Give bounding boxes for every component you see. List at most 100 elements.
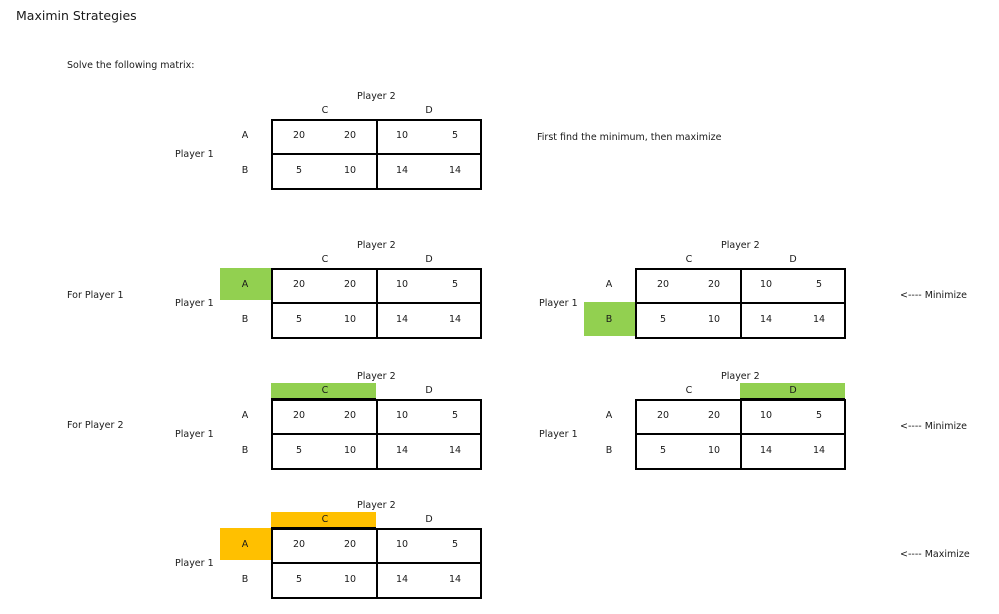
column-label-c: C (321, 105, 329, 116)
row-label-a: A (605, 410, 613, 421)
payoff-cell: 5 (295, 445, 303, 456)
player1-label: Player 1 (175, 429, 214, 440)
payoff-cell: 5 (295, 574, 303, 585)
column-label-d: D (425, 105, 433, 116)
payoff-cell: 10 (343, 574, 357, 585)
row-label-a: A (241, 410, 249, 421)
payoff-matrix (271, 268, 482, 339)
player2-label: Player 2 (357, 371, 396, 382)
payoff-cell: 20 (292, 130, 306, 141)
section-label-player2: For Player 2 (67, 420, 124, 431)
row-label-a: A (241, 130, 249, 141)
row-highlight (584, 302, 635, 336)
page-title: Maximin Strategies (16, 8, 137, 23)
payoff-cell: 5 (451, 410, 459, 421)
column-label-d: D (425, 254, 433, 265)
column-label-c: C (321, 514, 329, 525)
payoff-cell: 14 (395, 445, 409, 456)
payoff-cell: 14 (759, 314, 773, 325)
payoff-cell: 10 (395, 279, 409, 290)
row-label-b: B (605, 314, 613, 325)
column-label-d: D (789, 385, 797, 396)
payoff-cell: 10 (343, 165, 357, 176)
row-label-a: A (241, 539, 249, 550)
payoff-cell: 10 (343, 314, 357, 325)
column-label-c: C (685, 385, 693, 396)
payoff-cell: 14 (395, 314, 409, 325)
player2-label: Player 2 (721, 240, 760, 251)
row-label-b: B (241, 165, 249, 176)
column-label-d: D (425, 514, 433, 525)
payoff-cell: 5 (659, 314, 667, 325)
payoff-cell: 10 (707, 314, 721, 325)
payoff-cell: 20 (292, 410, 306, 421)
payoff-cell: 10 (707, 445, 721, 456)
player2-label: Player 2 (357, 91, 396, 102)
payoff-cell: 5 (815, 279, 823, 290)
payoff-cell: 5 (451, 539, 459, 550)
payoff-cell: 20 (656, 279, 670, 290)
payoff-matrix (635, 268, 846, 339)
section-label-player1: For Player 1 (67, 290, 124, 301)
row-label-b: B (241, 574, 249, 585)
note-text: First find the minimum, then maximize (537, 132, 722, 143)
row-label-b: B (605, 445, 613, 456)
payoff-matrix (271, 528, 482, 599)
instruction-text: Solve the following matrix: (67, 60, 195, 71)
player1-label: Player 1 (175, 149, 214, 160)
payoff-cell: 20 (343, 279, 357, 290)
payoff-cell: 20 (292, 539, 306, 550)
player1-label: Player 1 (539, 298, 578, 309)
payoff-cell: 20 (707, 279, 721, 290)
payoff-cell: 14 (395, 574, 409, 585)
payoff-cell: 20 (656, 410, 670, 421)
column-label-c: C (321, 254, 329, 265)
payoff-cell: 5 (451, 279, 459, 290)
payoff-cell: 14 (448, 574, 462, 585)
column-label-d: D (425, 385, 433, 396)
payoff-cell: 10 (343, 445, 357, 456)
column-label-c: C (321, 385, 329, 396)
row-highlight (220, 528, 271, 560)
column-label-c: C (685, 254, 693, 265)
payoff-matrix (271, 399, 482, 470)
row-label-b: B (241, 314, 249, 325)
payoff-cell: 5 (295, 314, 303, 325)
payoff-cell: 10 (395, 410, 409, 421)
payoff-cell: 20 (343, 539, 357, 550)
payoff-cell: 14 (395, 165, 409, 176)
minimize-arrow-1: <---- Minimize (900, 290, 967, 301)
maximize-arrow: <---- Maximize (900, 549, 970, 560)
player1-label: Player 1 (539, 429, 578, 440)
payoff-matrix (635, 399, 846, 470)
payoff-cell: 14 (448, 314, 462, 325)
payoff-cell: 14 (759, 445, 773, 456)
player2-label: Player 2 (357, 240, 396, 251)
payoff-cell: 20 (343, 410, 357, 421)
row-label-a: A (605, 279, 613, 290)
payoff-cell: 5 (295, 165, 303, 176)
player1-label: Player 1 (175, 298, 214, 309)
row-highlight (220, 268, 271, 300)
payoff-cell: 10 (395, 539, 409, 550)
payoff-cell: 14 (448, 165, 462, 176)
payoff-cell: 10 (759, 410, 773, 421)
payoff-cell: 14 (812, 314, 826, 325)
payoff-cell: 10 (395, 130, 409, 141)
payoff-cell: 5 (659, 445, 667, 456)
column-highlight (271, 383, 376, 399)
payoff-matrix (271, 119, 482, 190)
column-highlight (271, 512, 376, 528)
payoff-cell: 5 (451, 130, 459, 141)
row-label-b: B (241, 445, 249, 456)
player2-label: Player 2 (721, 371, 760, 382)
payoff-cell: 14 (812, 445, 826, 456)
player2-label: Player 2 (357, 500, 396, 511)
column-label-d: D (789, 254, 797, 265)
payoff-cell: 20 (343, 130, 357, 141)
minimize-arrow-2: <---- Minimize (900, 421, 967, 432)
payoff-cell: 20 (292, 279, 306, 290)
payoff-cell: 5 (815, 410, 823, 421)
payoff-cell: 20 (707, 410, 721, 421)
